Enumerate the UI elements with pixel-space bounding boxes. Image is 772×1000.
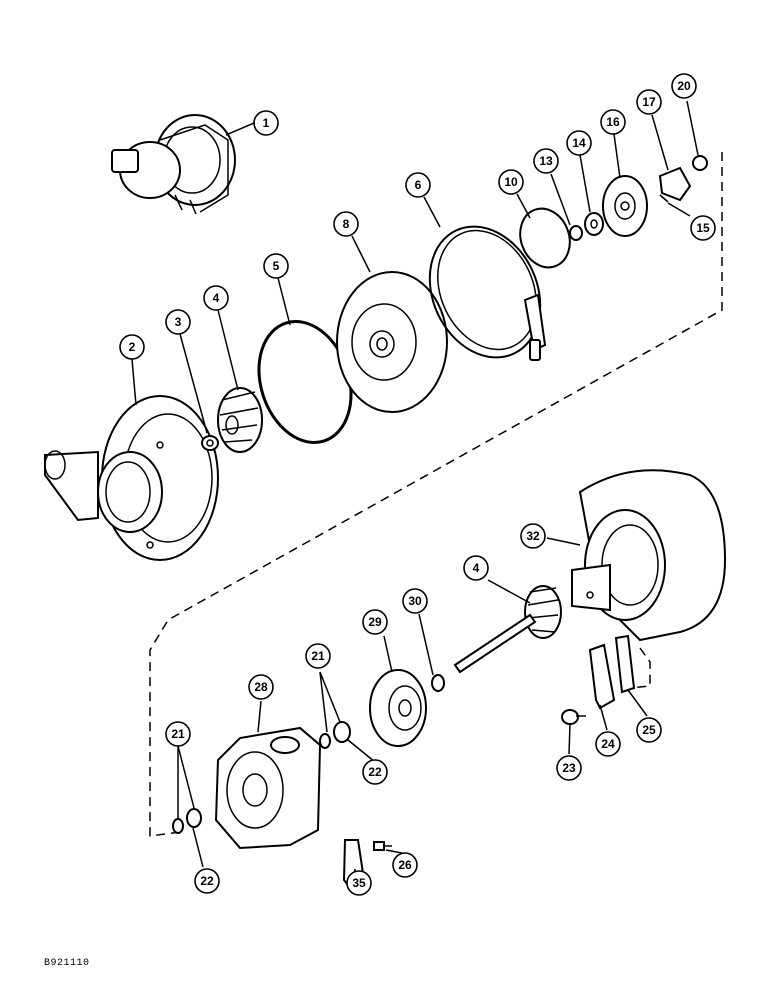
part-snap-ring-10: [519, 207, 571, 269]
callout-22-lower: 22: [194, 868, 220, 894]
svg-text:17: 17: [642, 95, 656, 109]
svg-text:30: 30: [408, 594, 422, 608]
part-backplate: [336, 271, 448, 413]
svg-text:4: 4: [213, 291, 220, 305]
svg-text:20: 20: [677, 79, 691, 93]
svg-text:22: 22: [200, 874, 214, 888]
part-lock-plate-17: [658, 166, 692, 202]
svg-text:2: 2: [129, 340, 136, 354]
callout-28: 28: [248, 674, 274, 700]
callout-32: 32: [520, 523, 546, 549]
assembly-dashed-line: [149, 152, 723, 837]
svg-text:6: 6: [415, 178, 422, 192]
callout-10: 10: [498, 169, 524, 195]
part-bearing-22-lower: [186, 808, 202, 828]
svg-text:14: 14: [572, 136, 586, 150]
part-ring-21-lower: [172, 818, 184, 834]
callout-13: 13: [533, 148, 559, 174]
svg-text:24: 24: [601, 737, 615, 751]
svg-text:10: 10: [504, 175, 518, 189]
svg-text:15: 15: [696, 221, 710, 235]
callout-30: 30: [402, 588, 428, 614]
svg-text:28: 28: [254, 680, 268, 694]
svg-text:1: 1: [263, 116, 270, 130]
callout-8: 8: [333, 211, 359, 237]
svg-text:3: 3: [175, 315, 182, 329]
assembly-dashed-line-right: [629, 647, 651, 689]
part-compressor-wheel: [217, 387, 263, 453]
callout-4-turbine: 4: [463, 555, 489, 581]
svg-text:21: 21: [311, 649, 325, 663]
part-lock-plate-25: [614, 634, 636, 694]
part-bolt-23: [561, 709, 586, 725]
callout-2: 2: [119, 334, 145, 360]
callout-15: 15: [690, 215, 716, 241]
part-v-band-clamp: [428, 225, 547, 361]
svg-text:4: 4: [473, 561, 480, 575]
part-seal-plate-29: [369, 669, 427, 747]
svg-text:5: 5: [273, 259, 280, 273]
part-bearing-22-upper: [333, 721, 351, 743]
part-turbine-housing: [571, 469, 727, 642]
callout-5: 5: [263, 253, 289, 279]
part-lock-plate-24: [588, 643, 616, 710]
part-screw-15: [659, 194, 669, 203]
callout-24: 24: [595, 731, 621, 757]
callout-22-upper: 22: [362, 759, 388, 785]
svg-text:16: 16: [606, 115, 620, 129]
part-compressor-housing: [44, 395, 219, 561]
callout-21-upper: 21: [305, 643, 331, 669]
svg-text:25: 25: [642, 723, 656, 737]
svg-text:35: 35: [352, 876, 366, 890]
part-ring-13: [569, 225, 583, 241]
callout-14: 14: [566, 130, 592, 156]
part-bolt-26: [373, 841, 392, 851]
callout-6: 6: [405, 172, 431, 198]
callout-29: 29: [362, 609, 388, 635]
part-ring-30: [431, 674, 445, 692]
callout-23: 23: [556, 755, 582, 781]
svg-text:8: 8: [343, 217, 350, 231]
callout-35: 35: [346, 870, 372, 896]
part-collar-14: [584, 212, 604, 236]
part-nut-20: [692, 155, 708, 171]
svg-text:23: 23: [562, 761, 576, 775]
leader-lines: [131, 100, 699, 889]
part-nut-3: [201, 435, 219, 451]
callout-4-compressor: 4: [203, 285, 229, 311]
svg-text:22: 22: [368, 765, 382, 779]
callout-16: 16: [600, 109, 626, 135]
svg-text:13: 13: [539, 154, 553, 168]
callout-25: 25: [636, 717, 662, 743]
part-turbine-wheel-shaft: [453, 585, 562, 674]
drawing-number: B921110: [44, 958, 90, 969]
callout-26: 26: [392, 852, 418, 878]
callout-21-lower: 21: [165, 721, 191, 747]
svg-text:29: 29: [368, 615, 382, 629]
part-ring-21-upper: [319, 733, 331, 749]
callout-1: 1: [253, 110, 279, 136]
part-turbocharger-assembly: [111, 114, 236, 215]
callout-17: 17: [636, 89, 662, 115]
part-center-housing: [214, 726, 322, 850]
part-insert-16: [602, 175, 648, 237]
svg-text:26: 26: [398, 858, 412, 872]
callout-20: 20: [671, 73, 697, 99]
callout-3: 3: [165, 309, 191, 335]
svg-text:32: 32: [526, 529, 540, 543]
svg-text:21: 21: [171, 727, 185, 741]
